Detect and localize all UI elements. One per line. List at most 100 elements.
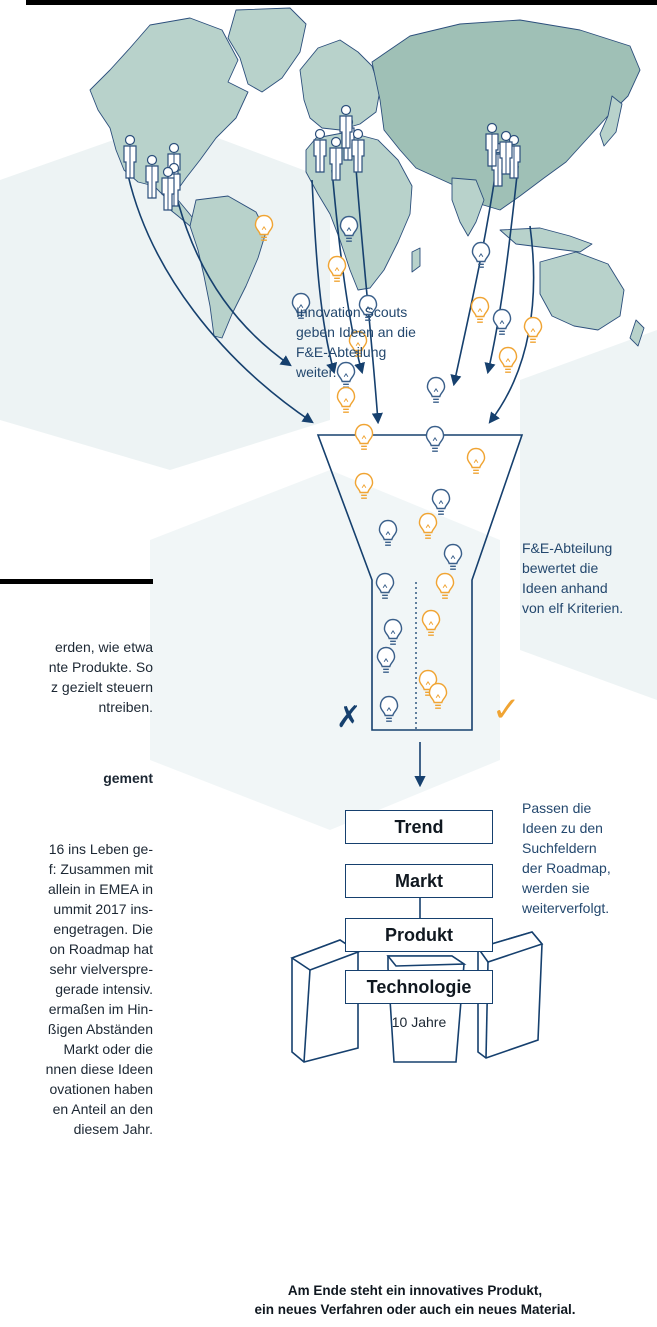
paragraph-line: nnen diese Ideen	[45, 1061, 153, 1077]
arrow-icon	[311, 179, 338, 375]
person-icon	[339, 104, 353, 149]
funnel-icon	[316, 434, 524, 731]
lightbulb-icon	[336, 386, 356, 413]
person-icon	[351, 128, 365, 173]
evaluation-label-line: von elf Kriterien.	[522, 600, 624, 616]
roadmap-label: Passen die Ideen zu den Suchfeldern der …	[522, 798, 611, 918]
person-icon	[485, 122, 499, 167]
roadmap-field-markt: Markt	[345, 864, 493, 898]
lightbulb-icon	[418, 512, 438, 539]
person-icon	[329, 136, 343, 181]
roadmap-field-trend: Trend	[345, 810, 493, 844]
lightbulb-icon	[426, 376, 446, 403]
lightbulb-icon	[254, 214, 274, 241]
lightbulb-icon	[435, 572, 455, 599]
paragraph-line: allein in EMEA in	[47, 881, 153, 897]
japan-shape	[599, 95, 623, 147]
paragraph-line: en Anteil an den	[52, 1101, 153, 1117]
india-shape	[451, 177, 485, 237]
lightbulb-icon	[336, 361, 356, 388]
greenland-shape	[227, 7, 307, 93]
paragraph-line: f: Zusammen mit	[48, 861, 153, 877]
paragraph-line: ovationen haben	[49, 1081, 153, 1097]
madagascar-shape	[411, 247, 421, 273]
lightbulb-icon	[421, 609, 441, 636]
timeframe-label: 10 Jahre	[391, 1014, 447, 1030]
lightbulb-icon	[431, 488, 451, 515]
paragraph-line: ummit 2017 ins-	[53, 901, 153, 917]
arrow-icon	[127, 174, 314, 424]
cross-icon: ✗	[336, 700, 362, 735]
intro-line: ntreiben.	[98, 699, 153, 715]
paragraph-line: ßigen Abständen	[47, 1021, 153, 1037]
result-caption: Am Ende steht ein innovatives Produkt, e…	[170, 1281, 657, 1319]
indonesia-shape	[499, 227, 593, 253]
lightbulb-icon	[327, 255, 347, 282]
arrow-icon	[177, 201, 292, 367]
body-paragraph: 16 ins Leben ge- f: Zusammen mit allein …	[0, 839, 153, 1139]
scouts-label-line: Innovation Scouts	[296, 304, 408, 320]
lightbulb-icon	[354, 423, 374, 450]
new-zealand-shape	[629, 319, 645, 347]
paragraph-line: sehr vielverspre-	[49, 961, 153, 977]
lightbulb-icon	[471, 241, 491, 268]
lightbulb-icon	[383, 618, 403, 645]
pedestal-box-left	[290, 939, 360, 1063]
australia-shape	[539, 251, 625, 331]
lightbulb-icon	[291, 292, 311, 319]
person-icon	[145, 154, 159, 199]
person-icon	[161, 166, 175, 211]
person-icon	[123, 134, 137, 179]
asia-shape	[371, 19, 641, 211]
lightbulb-icon	[339, 215, 359, 242]
roadmap-field-technologie: Technologie	[345, 970, 493, 1004]
lightbulb-icon	[470, 296, 490, 323]
roadmap-label-line: Suchfeldern	[522, 840, 597, 856]
lightbulb-icon	[358, 294, 378, 321]
evaluation-label: F&E-Abteilung bewertet die Ideen anhand …	[522, 538, 623, 618]
lightbulb-icon	[466, 447, 486, 474]
scouts-label-line: geben Ideen an die	[296, 324, 416, 340]
evaluation-label-line: bewertet die	[522, 560, 599, 576]
roadmap-label-line: weiterverfolgt.	[522, 900, 610, 916]
scouts-label-line: weiter.	[296, 364, 337, 380]
arrow-icon	[331, 169, 365, 375]
section-heading: gement	[103, 770, 153, 786]
top-rule	[26, 0, 657, 5]
caption-line: ein neues Verfahren oder auch ein neues …	[254, 1302, 576, 1317]
lightbulb-icon	[443, 543, 463, 570]
paragraph-line: gerade intensiv.	[55, 981, 153, 997]
intro-line: z gezielt steuern	[51, 679, 153, 695]
arrow-icon	[450, 169, 497, 387]
lightbulb-icon	[428, 682, 448, 709]
lightbulb-icon	[498, 346, 518, 373]
lightbulb-icon	[492, 308, 512, 335]
paragraph-line: engetragen. Die	[53, 921, 153, 937]
evaluation-label-line: Ideen anhand	[522, 580, 608, 596]
scouts-label: Innovation Scouts geben Ideen an die F&E…	[296, 302, 416, 382]
lightbulb-icon	[379, 695, 399, 722]
arrow-icon	[484, 165, 519, 375]
lightbulb-icon	[375, 572, 395, 599]
person-icon	[313, 128, 327, 173]
roadmap-label-line: werden sie	[522, 880, 590, 896]
roadmap-field-produkt: Produkt	[345, 918, 493, 952]
intro-line: nte Produkte. So	[48, 659, 153, 675]
roadmap-label-line: der Roadmap,	[522, 860, 611, 876]
lightbulb-icon	[354, 472, 374, 499]
paragraph-line: diesem Jahr.	[73, 1121, 153, 1137]
caption-line: Am Ende steht ein innovatives Produkt,	[287, 1283, 543, 1298]
south-america-shape	[189, 195, 267, 339]
pedestal-box-right	[476, 931, 544, 1059]
section-rule	[0, 579, 153, 584]
lightbulb-icon	[523, 316, 543, 343]
paragraph-line: on Roadmap hat	[49, 941, 153, 957]
paragraph-line: ermaßen im Hin-	[48, 1001, 153, 1017]
lightbulb-icon	[348, 330, 368, 357]
scouts-label-line: F&E-Abteilung	[296, 344, 387, 360]
intro-line: erden, wie etwa	[54, 639, 153, 655]
lightbulb-icon	[376, 646, 396, 673]
check-icon: ✓	[492, 690, 521, 730]
lightbulb-icon	[378, 519, 398, 546]
